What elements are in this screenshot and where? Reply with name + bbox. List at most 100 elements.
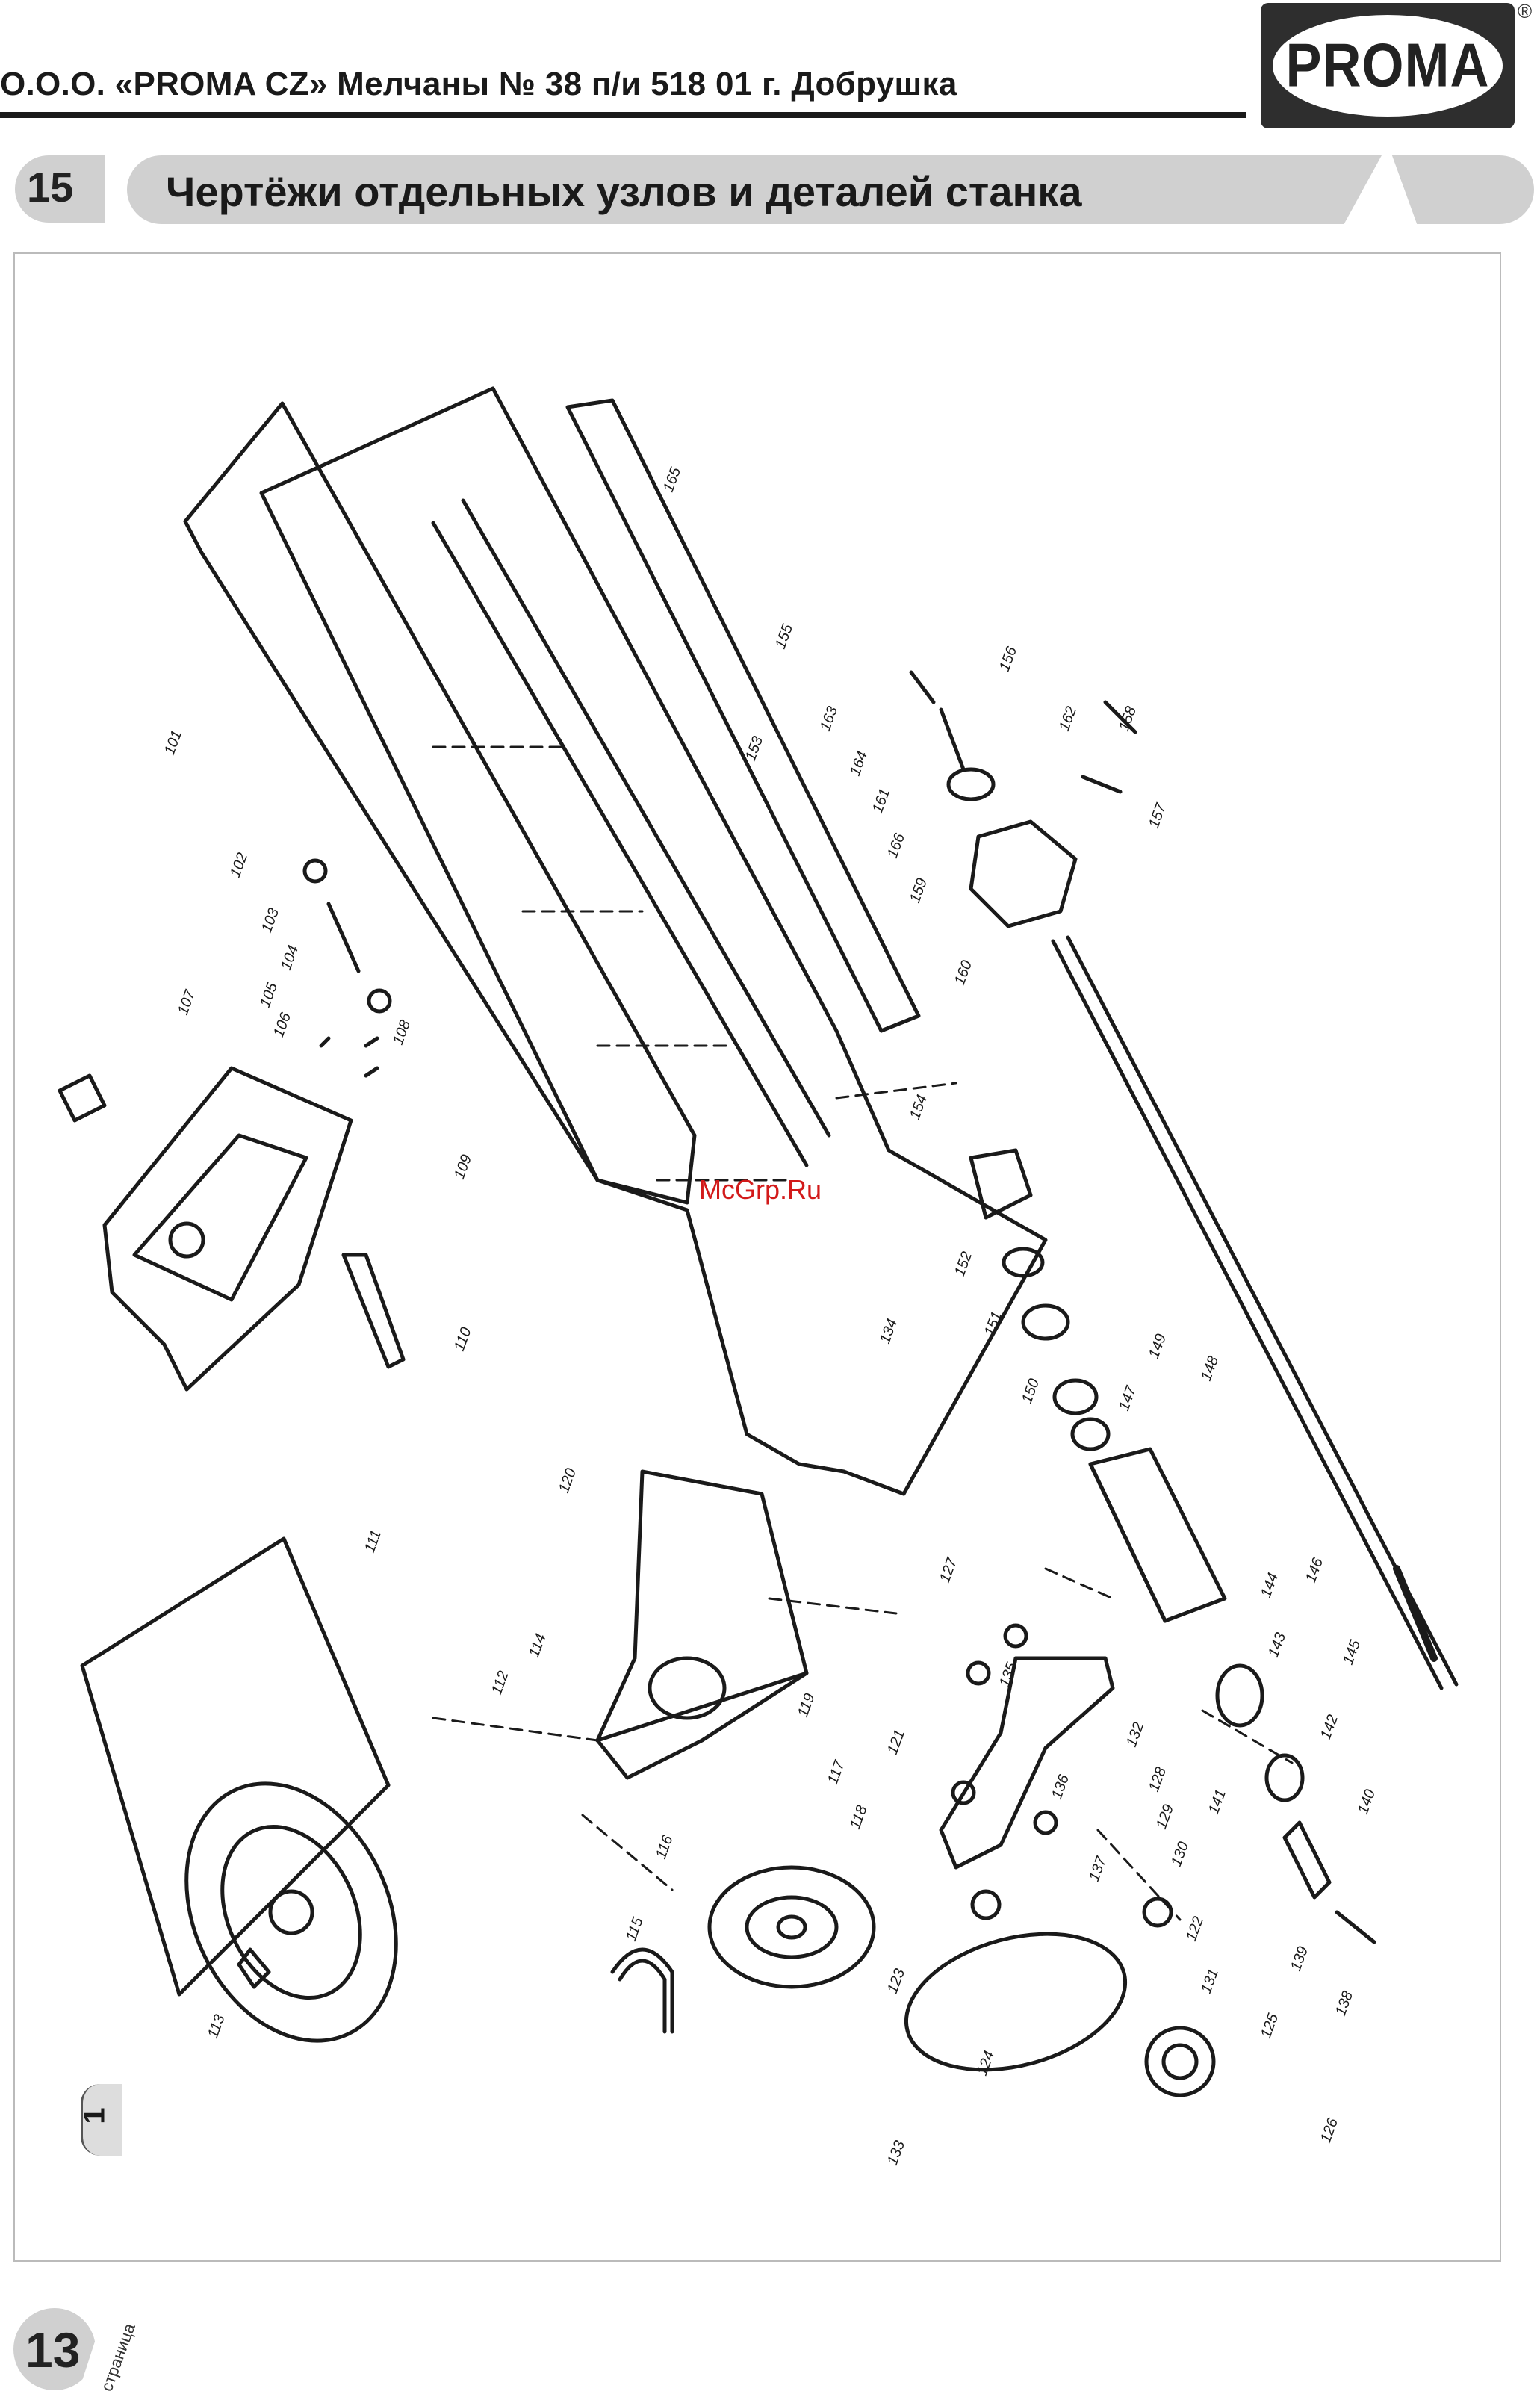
part-label-150: 150 <box>1019 1377 1043 1406</box>
part-label-159: 159 <box>907 876 931 905</box>
part-label-157: 157 <box>1146 801 1170 831</box>
large-pulley <box>904 1932 1128 2072</box>
registered-mark: ® <box>1518 0 1533 22</box>
part-label-155: 155 <box>772 621 796 651</box>
page-number-circle <box>13 2308 96 2390</box>
lathe-bed <box>183 401 697 1205</box>
part-label-131: 131 <box>1198 1967 1222 1996</box>
part-label-144: 144 <box>1258 1571 1282 1600</box>
part-label-148: 148 <box>1198 1354 1222 1383</box>
logo-text: PROMA <box>1285 31 1490 100</box>
apron-block <box>1088 1447 1227 1623</box>
part-label-101: 101 <box>161 728 185 757</box>
motor-pulley <box>707 1865 876 1989</box>
gib-strip <box>341 1253 406 1369</box>
part-label-130: 130 <box>1168 1840 1192 1869</box>
part-label-127: 127 <box>937 1555 960 1585</box>
lead-screw <box>1051 935 1459 1690</box>
section-number-pill <box>15 155 105 223</box>
part-label-120: 120 <box>556 1466 580 1495</box>
part-label-116: 116 <box>653 1832 677 1861</box>
part-label-111: 111 <box>361 1528 385 1555</box>
motor-bracket <box>595 1469 809 1780</box>
section-number: 15 <box>27 164 74 211</box>
part-label-123: 123 <box>884 1967 908 1996</box>
section-title-bar <box>127 155 1382 224</box>
side-tab-number: 1 <box>78 2107 111 2124</box>
part-label-108: 108 <box>390 1018 414 1047</box>
section-title-tab <box>1391 155 1534 224</box>
part-label-126: 126 <box>1317 2115 1341 2145</box>
exploded-parts-drawing: 101 102 103 104 105 106 107 108 109 110 … <box>58 386 1459 2168</box>
part-label-160: 160 <box>951 958 975 987</box>
part-label-137: 137 <box>1086 1854 1110 1884</box>
part-label-117: 117 <box>825 1758 848 1786</box>
part-label-128: 128 <box>1146 1765 1170 1794</box>
logo-oval: PROMA <box>1273 15 1503 117</box>
bed-body <box>259 386 1048 1496</box>
part-label-141: 141 <box>1205 1787 1229 1817</box>
drawing-frame <box>13 252 1501 2262</box>
part-label-104: 104 <box>278 943 302 973</box>
proma-logo: PROMA <box>1261 3 1515 128</box>
tailstock-block <box>969 819 1078 928</box>
part-label-161: 161 <box>869 787 893 816</box>
headstock-housing <box>102 1066 353 1392</box>
part-label-149: 149 <box>1146 1332 1170 1361</box>
part-label-142: 142 <box>1317 1713 1341 1742</box>
part-label-119: 119 <box>795 1691 819 1719</box>
part-label-156: 156 <box>996 644 1020 674</box>
motor-end <box>184 1781 398 2043</box>
part-label-125: 125 <box>1258 2011 1282 2041</box>
part-label-140: 140 <box>1355 1787 1379 1817</box>
spindle-shaft <box>969 1148 1033 1220</box>
part-label-147: 147 <box>1116 1383 1140 1413</box>
section-title: Чертёжи отдельных узлов и деталей станка <box>166 168 1082 215</box>
part-label-143: 143 <box>1265 1631 1289 1660</box>
side-tab <box>81 2084 122 2156</box>
part-label-122: 122 <box>1183 1914 1207 1944</box>
part-label-136: 136 <box>1049 1772 1072 1802</box>
part-label-163: 163 <box>817 704 841 734</box>
part-label-109: 109 <box>451 1153 475 1182</box>
part-label-146: 146 <box>1303 1555 1326 1585</box>
part-label-154: 154 <box>907 1093 931 1122</box>
part-label-165: 165 <box>660 465 684 494</box>
part-label-112: 112 <box>488 1669 512 1696</box>
tension-bracket <box>939 1656 1115 1870</box>
part-label-115: 115 <box>623 1914 647 1943</box>
part-label-107: 107 <box>175 987 199 1017</box>
part-label-133: 133 <box>884 2139 908 2168</box>
part-label-124: 124 <box>974 2049 998 2078</box>
part-label-110: 110 <box>451 1325 475 1353</box>
part-label-158: 158 <box>1116 704 1140 734</box>
part-label-166: 166 <box>884 831 908 860</box>
part-label-114: 114 <box>526 1631 550 1659</box>
part-label-153: 153 <box>742 734 766 763</box>
part-label-138: 138 <box>1332 1989 1356 2018</box>
part-label-151: 151 <box>981 1309 1005 1339</box>
part-label-164: 164 <box>847 749 871 778</box>
part-label-118: 118 <box>847 1803 871 1831</box>
bed-rail <box>565 398 921 1033</box>
part-label-132: 132 <box>1123 1720 1147 1749</box>
drive-belt <box>610 1947 674 2034</box>
motor-body <box>80 1536 391 1997</box>
part-label-113: 113 <box>205 2012 229 2040</box>
part-label-145: 145 <box>1340 1637 1364 1667</box>
page-number: 13 <box>25 2322 81 2378</box>
header-divider <box>0 112 1246 118</box>
part-label-152: 152 <box>951 1250 975 1279</box>
company-address-line: О.О.О. «PROMA CZ» Мелчаны № 38 п/и 518 0… <box>0 66 957 102</box>
part-label-103: 103 <box>258 906 282 935</box>
part-label-105: 105 <box>257 980 281 1010</box>
part-label-134: 134 <box>877 1317 901 1346</box>
part-label-106: 106 <box>270 1010 294 1040</box>
part-label-102: 102 <box>227 851 251 880</box>
part-label-129: 129 <box>1153 1802 1177 1832</box>
part-label-135: 135 <box>996 1660 1020 1690</box>
watermark-text: McGrp.Ru <box>699 1174 822 1205</box>
part-label-139: 139 <box>1288 1944 1311 1973</box>
part-label-121: 121 <box>884 1728 908 1757</box>
part-label-162: 162 <box>1056 704 1080 734</box>
